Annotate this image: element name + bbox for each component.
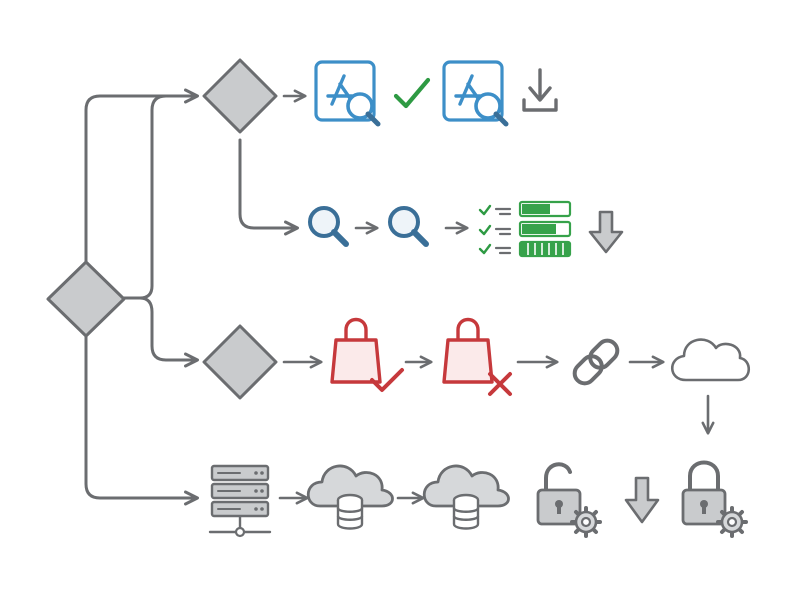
connector-start-to-top xyxy=(84,88,199,264)
app-store-search-icon xyxy=(444,62,506,124)
shopping-bag-x-icon xyxy=(442,317,512,396)
connector-brace-up xyxy=(122,94,168,300)
start-decision-node xyxy=(46,260,126,338)
unlocked-gear-icon xyxy=(536,462,602,538)
cloud-icon xyxy=(670,338,751,382)
app-store-search-icon xyxy=(316,62,378,124)
server-row xyxy=(208,460,748,538)
connector-top-to-search xyxy=(238,138,299,236)
middle-decision-node xyxy=(202,324,278,400)
server-stack-icon xyxy=(208,464,272,538)
connector-lines xyxy=(84,88,299,506)
checkmark-icon xyxy=(393,77,431,109)
magnifier-icon xyxy=(390,208,426,244)
down-arrow-icon xyxy=(588,210,624,254)
magnifier-icon xyxy=(310,208,346,244)
search-row xyxy=(310,200,624,258)
down-arrow-icon xyxy=(624,476,660,524)
app-store-row xyxy=(282,62,558,124)
shopping-bag-check-icon xyxy=(330,317,404,392)
download-tray-icon xyxy=(522,68,558,112)
cloud-database-icon xyxy=(422,464,510,530)
shopping-row xyxy=(282,317,751,435)
connector-start-to-bottom xyxy=(84,334,199,506)
chain-link-icon xyxy=(572,338,620,386)
top-decision-node xyxy=(202,58,278,134)
locked-gear-icon xyxy=(681,460,748,538)
connector-brace-down xyxy=(138,296,199,368)
cloud-database-icon xyxy=(306,464,394,530)
checklist-progress-icon xyxy=(478,200,572,258)
